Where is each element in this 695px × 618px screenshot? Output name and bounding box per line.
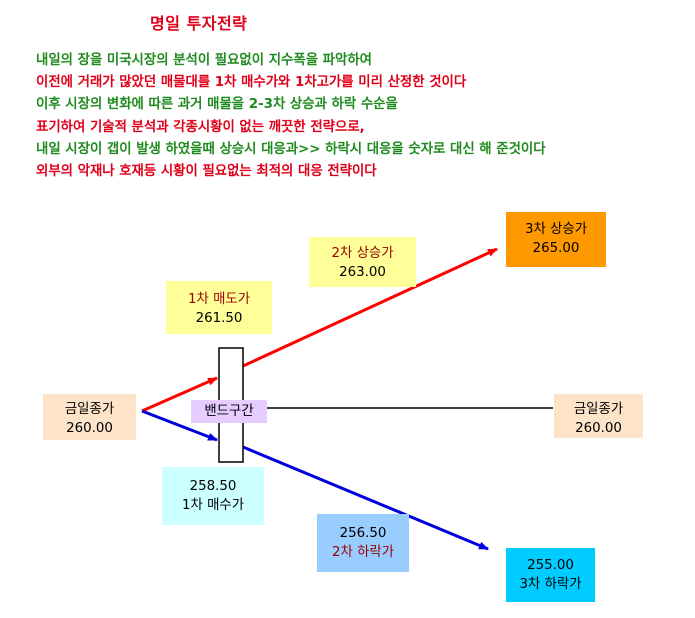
description-line: 표기하여 기술적 분석과 각종시황이 없는 깨끗한 전략으로, (36, 119, 365, 135)
node-value: 265.00 (532, 241, 580, 256)
description-line: 내일 시장이 갭이 발생 하였을때 상승시 대응과>> 하락시 대응을 숫자로 … (36, 141, 546, 157)
node-label: 2차 하락가 (331, 545, 395, 560)
node-value: 260.00 (575, 421, 622, 436)
close-price-left: 금일종가 260.00 (43, 394, 136, 440)
band-label: 밴드구간 (191, 400, 267, 423)
up-arrow-2 (242, 247, 498, 368)
description-line: 이후 시장의 변화에 따른 과거 매물을 2-3차 상승과 하락 수순을 (36, 97, 398, 113)
node-value: 263.00 (339, 265, 386, 280)
strategy-description: 내일의 장을 미국시장의 분석이 필요없이 지수폭을 파악하여 이전에 거래가 … (36, 50, 546, 183)
page-title: 명일 투자전략 (150, 14, 248, 33)
node-label: 금일종가 (573, 402, 624, 417)
node-label: 1차 매수가 (181, 498, 245, 513)
first-sell-price: 1차 매도가 261.50 (166, 281, 272, 334)
description-line: 외부의 악재나 호재등 시황이 필요없는 최적의 대응 전략이다 (36, 164, 377, 180)
node-value: 255.00 (527, 558, 574, 573)
node-value: 256.50 (339, 526, 387, 541)
node-value: 260.00 (66, 421, 113, 436)
second-fall-price: 256.50 2차 하락가 (317, 514, 409, 572)
description-line: 이전에 거래가 많았던 매물대를 1차 매수가와 1차고가를 미리 산정한 것이… (36, 75, 467, 91)
down-arrow-1 (141, 409, 218, 442)
node-label: 2차 상승가 (331, 246, 394, 261)
third-rise-price: 3차 상승가 265.00 (506, 212, 606, 267)
node-label: 3차 하락가 (519, 577, 582, 592)
down-arrow-2 (242, 445, 489, 551)
first-buy-price: 258.50 1차 매수가 (162, 467, 264, 525)
node-label: 금일종가 (64, 402, 115, 417)
second-rise-price: 2차 상승가 263.00 (309, 237, 416, 287)
third-fall-price: 255.00 3차 하락가 (506, 548, 595, 602)
node-value: 261.50 (195, 311, 243, 326)
node-label: 1차 매도가 (187, 292, 251, 307)
close-price-right: 금일종가 260.00 (554, 394, 643, 438)
node-label: 3차 상승가 (524, 222, 588, 237)
description-line: 내일의 장을 미국시장의 분석이 필요없이 지수폭을 파악하여 (36, 53, 372, 68)
node-value: 258.50 (189, 479, 237, 494)
up-arrow-1 (141, 376, 218, 413)
